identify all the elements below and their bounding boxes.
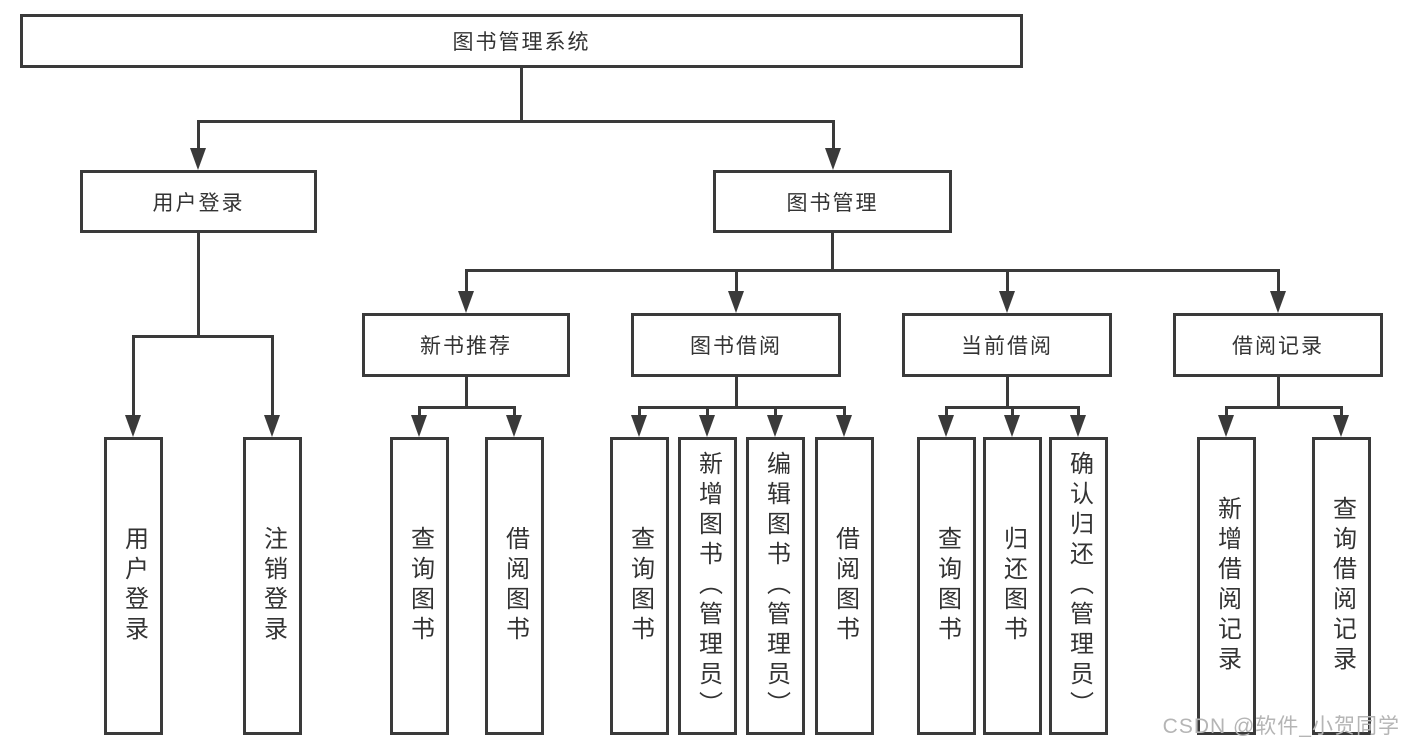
- arrowhead-current-borrowing: [999, 291, 1015, 313]
- connector-user-login-drop: [197, 120, 200, 150]
- connector-book-management-stem: [831, 233, 834, 271]
- node-book-borrowing: 图书借阅: [631, 313, 841, 377]
- leaf-label: 借阅图书: [831, 526, 859, 646]
- connector-new-books-drop: [465, 269, 468, 293]
- leaf-borrow-books-newbooks: 借阅图书: [485, 437, 544, 735]
- leaf-query-books-current: 查询图书: [917, 437, 976, 735]
- leaf-query-borrow-record: 查询借阅记录: [1312, 437, 1371, 735]
- arrowhead-leaf: [631, 415, 647, 437]
- arrowhead-leaf: [1218, 415, 1234, 437]
- node-book-management: 图书管理: [713, 170, 952, 233]
- arrowhead-leaf: [506, 415, 522, 437]
- node-label: 图书借阅: [690, 335, 782, 358]
- connector-leaf-drop: [513, 406, 516, 418]
- leaf-logout: 注销登录: [243, 437, 302, 735]
- leaf-label: 查询借阅记录: [1328, 496, 1356, 676]
- leaf-add-books-admin: 新增图书（管理员）: [678, 437, 737, 735]
- leaf-user-login: 用户登录: [104, 437, 163, 735]
- connector-current-borrowing-drop: [1006, 269, 1009, 293]
- connector-book-management-bar: [465, 269, 1279, 272]
- connector-leaf-drop: [1077, 406, 1080, 418]
- leaf-label: 查询图书: [933, 526, 961, 646]
- arrowhead-logout-leaf: [264, 415, 280, 437]
- leaf-label: 确认归还（管理员）: [1065, 451, 1093, 721]
- node-label: 图书管理系统: [452, 31, 591, 54]
- node-current-borrowing: 当前借阅: [902, 313, 1112, 377]
- connector-borrowing-records-drop: [1277, 269, 1280, 293]
- connector-new-books-stem: [465, 377, 468, 408]
- arrowhead-new-books: [458, 291, 474, 313]
- leaf-label: 编辑图书（管理员）: [762, 451, 790, 721]
- leaf-label: 用户登录: [120, 526, 148, 646]
- leaf-label: 新增借阅记录: [1213, 496, 1241, 676]
- arrowhead-leaf: [938, 415, 954, 437]
- node-label: 当前借阅: [961, 335, 1053, 358]
- leaf-edit-books-admin: 编辑图书（管理员）: [746, 437, 805, 735]
- leaf-label: 归还图书: [999, 526, 1027, 646]
- connector-leaf-drop: [1225, 406, 1228, 418]
- arrowhead-user-login: [190, 148, 206, 170]
- connector-leaf-drop: [774, 406, 777, 418]
- node-label: 借阅记录: [1232, 335, 1324, 358]
- leaf-query-books-newbooks: 查询图书: [390, 437, 449, 735]
- connector-root-bar: [197, 120, 835, 123]
- node-library-management-system: 图书管理系统: [20, 14, 1023, 68]
- arrowhead-leaf: [699, 415, 715, 437]
- arrowhead-leaf: [767, 415, 783, 437]
- node-user-login: 用户登录: [80, 170, 317, 233]
- arrowhead-leaf: [411, 415, 427, 437]
- connector-leaf-drop: [638, 406, 641, 418]
- arrowhead-book-borrowing: [728, 291, 744, 313]
- node-new-books: 新书推荐: [362, 313, 570, 377]
- node-label: 新书推荐: [420, 335, 512, 358]
- leaf-label: 借阅图书: [501, 526, 529, 646]
- arrowhead-leaf: [836, 415, 852, 437]
- connector-leaf-drop: [1011, 406, 1014, 418]
- arrowhead-borrowing-records: [1270, 291, 1286, 313]
- connector-leaf-drop: [843, 406, 846, 418]
- node-borrowing-records: 借阅记录: [1173, 313, 1383, 377]
- leaf-label: 注销登录: [259, 526, 287, 646]
- connector-leaf-drop: [945, 406, 948, 418]
- connector-book-management-drop: [832, 120, 835, 150]
- connector-book-borrowing-stem: [735, 377, 738, 408]
- connector-new-books-leafbar: [418, 406, 516, 409]
- node-label: 图书管理: [786, 191, 879, 215]
- leaf-borrow-books-borrowing: 借阅图书: [815, 437, 874, 735]
- arrowhead-leaf: [1070, 415, 1086, 437]
- connector-login-leaf-drop: [132, 335, 135, 417]
- leaf-add-borrow-record: 新增借阅记录: [1197, 437, 1256, 735]
- leaf-label: 查询图书: [406, 526, 434, 646]
- connector-leaf-drop: [1340, 406, 1343, 418]
- node-label: 用户登录: [152, 191, 245, 215]
- connector-current-borrowing-stem: [1006, 377, 1009, 408]
- arrowhead-leaf: [1004, 415, 1020, 437]
- connector-book-borrowing-leafbar: [638, 406, 846, 409]
- connector-leaf-drop: [418, 406, 421, 418]
- csdn-watermark: CSDN @软件_小贺同学: [1162, 715, 1400, 738]
- connector-user-login-bar: [132, 335, 274, 338]
- leaf-label: 查询图书: [626, 526, 654, 646]
- arrowhead-leaf: [1333, 415, 1349, 437]
- connector-logout-leaf-drop: [271, 335, 274, 417]
- arrowhead-book-management: [825, 148, 841, 170]
- connector-leaf-drop: [706, 406, 709, 418]
- connector-borrowing-records-leafbar: [1225, 406, 1343, 409]
- leaf-label: 新增图书（管理员）: [694, 451, 722, 721]
- connector-book-borrowing-drop: [735, 269, 738, 293]
- connector-user-login-stem: [197, 233, 200, 337]
- leaf-return-books: 归还图书: [983, 437, 1042, 735]
- connector-root-stem: [520, 68, 523, 123]
- leaf-query-books-borrowing: 查询图书: [610, 437, 669, 735]
- arrowhead-login-leaf: [125, 415, 141, 437]
- connector-borrowing-records-stem: [1277, 377, 1280, 408]
- leaf-confirm-return-admin: 确认归还（管理员）: [1049, 437, 1108, 735]
